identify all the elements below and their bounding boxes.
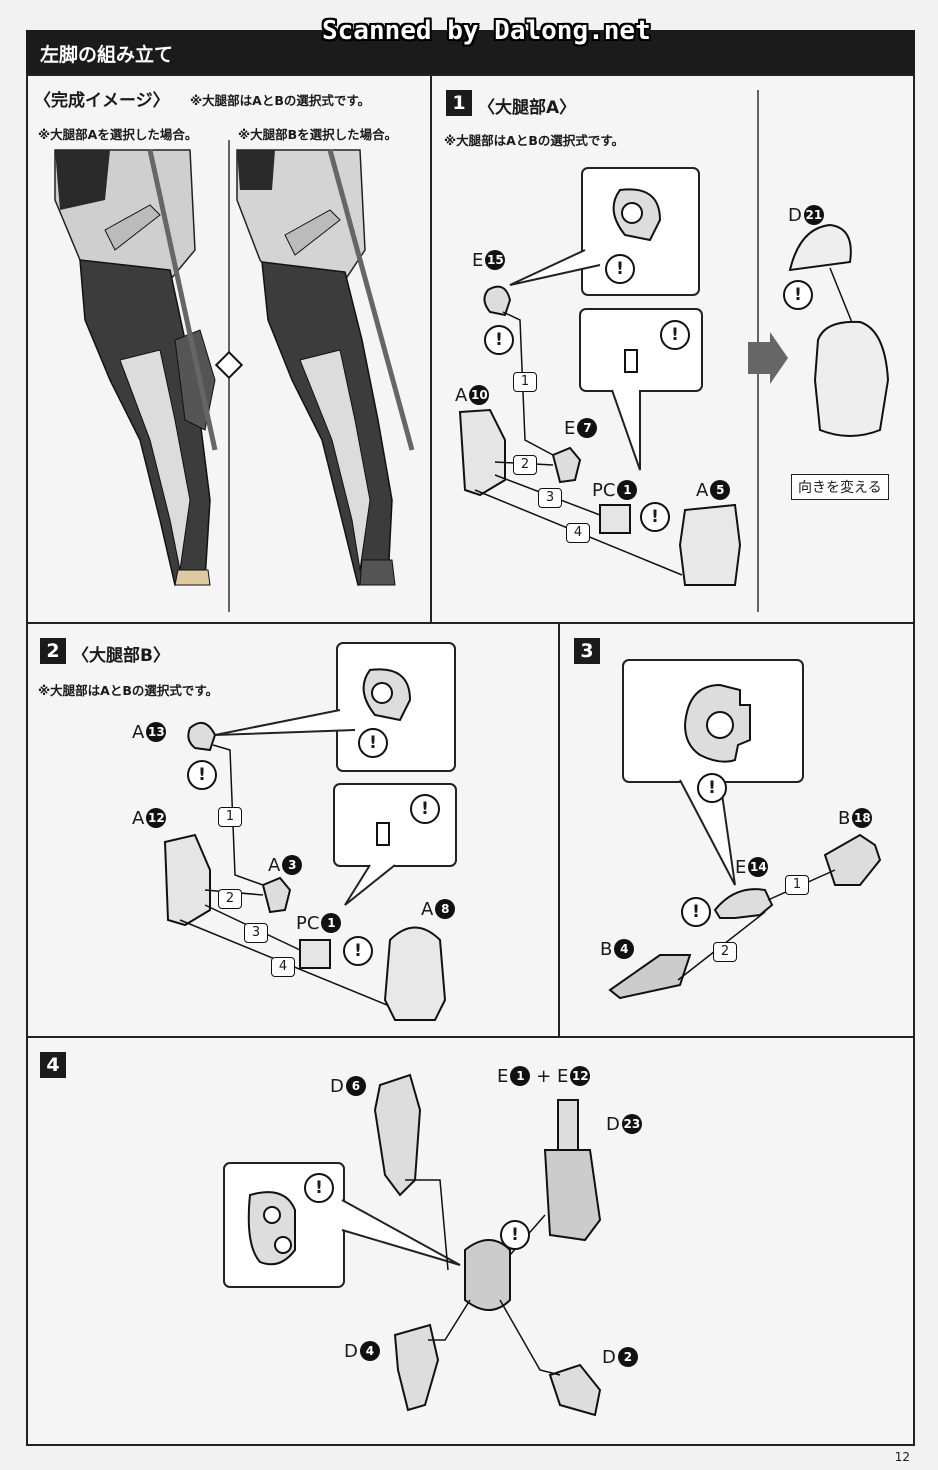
step2-number: 2	[40, 638, 66, 664]
sequence-marker: 3	[538, 488, 562, 508]
sequence-marker: 1	[785, 875, 809, 895]
sequence-marker: 4	[566, 523, 590, 543]
warning-icon: !	[605, 254, 635, 284]
warning-icon: !	[187, 760, 217, 790]
sequence-marker: 1	[513, 372, 537, 392]
sequence-marker: 2	[218, 889, 242, 909]
leg-b-illustration	[236, 149, 415, 586]
image-section-note: ※大腿部はAとBの選択式です。	[190, 93, 371, 108]
section-title: 左脚の組み立て	[40, 44, 174, 66]
sequence-marker: 2	[513, 455, 537, 475]
sequence-marker: 1	[218, 807, 242, 827]
warning-icon: !	[304, 1173, 334, 1203]
step3-number: 3	[574, 638, 600, 664]
step1-title: 〈大腿部A〉	[478, 98, 577, 118]
step1-number: 1	[446, 90, 472, 116]
step2-note: ※大腿部はAとBの選択式です。	[38, 683, 219, 698]
warning-icon: !	[660, 320, 690, 350]
warning-icon: !	[343, 936, 373, 966]
right-caption: ※大腿部Bを選択した場合。	[238, 127, 398, 142]
warning-icon: !	[484, 325, 514, 355]
warning-icon: !	[697, 773, 727, 803]
warning-icon: !	[500, 1220, 530, 1250]
warning-icon: !	[681, 897, 711, 927]
step2-title: 〈大腿部B〉	[72, 646, 170, 666]
step4-number: 4	[40, 1052, 66, 1078]
left-caption: ※大腿部Aを選択した場合。	[38, 127, 198, 142]
turn-around-label: 向きを変える	[791, 474, 889, 500]
warning-icon: !	[640, 502, 670, 532]
image-section-title: 〈完成イメージ〉	[34, 91, 170, 111]
warning-icon: !	[410, 794, 440, 824]
sequence-marker: 3	[244, 923, 268, 943]
leg-a-illustration	[54, 149, 218, 586]
sequence-marker: 4	[271, 957, 295, 977]
scan-watermark: Scanned by Dalong.net	[322, 16, 651, 46]
sequence-marker: 2	[713, 942, 737, 962]
page-number: 12	[894, 1450, 910, 1464]
section-header: 左脚の組み立て	[26, 30, 915, 74]
step1-note: ※大腿部はAとBの選択式です。	[444, 133, 625, 148]
warning-icon: !	[783, 280, 813, 310]
step4-panel	[26, 1036, 915, 1446]
warning-icon: !	[358, 728, 388, 758]
